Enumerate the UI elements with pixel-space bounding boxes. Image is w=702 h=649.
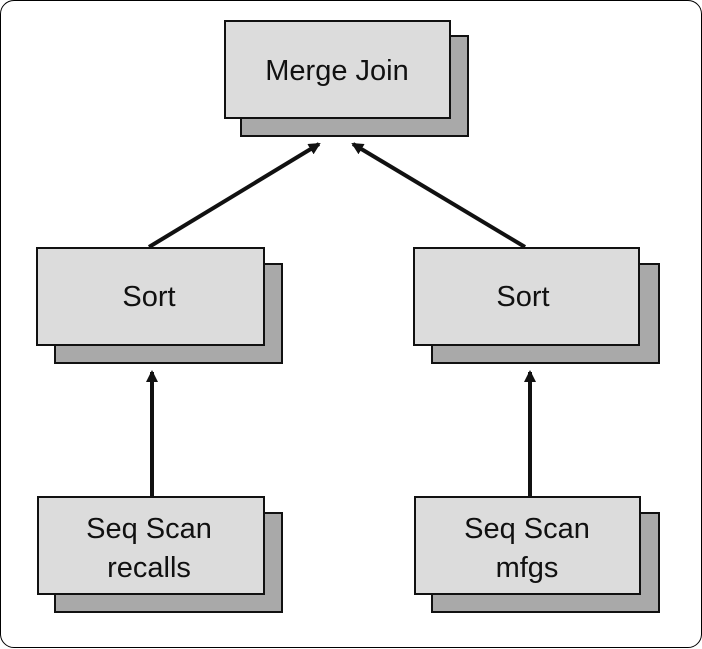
- node-sort-right: Sort: [413, 247, 660, 364]
- node-merge-join: Merge Join: [224, 20, 469, 137]
- edge-sort-right-to-merge-join: [351, 142, 527, 249]
- node-seq-scan-recalls-line2: recalls: [107, 552, 191, 584]
- node-sort-left-box: [36, 247, 265, 346]
- node-merge-join-box: [224, 20, 451, 119]
- node-seq-scan-recalls: Seq Scan recalls: [37, 496, 283, 613]
- node-seq-scan-mfgs-line1: Seq Scan: [464, 513, 590, 545]
- node-sort-left-label: Sort: [122, 281, 175, 313]
- edge-sort-left-to-merge-join: [147, 142, 321, 249]
- node-sort-left: Sort: [36, 247, 283, 364]
- node-seq-scan-mfgs: Seq Scan mfgs: [414, 496, 660, 613]
- node-sort-right-label: Sort: [496, 281, 549, 313]
- node-merge-join-label: Merge Join: [265, 55, 408, 87]
- node-seq-scan-mfgs-box: [414, 496, 641, 595]
- node-seq-scan-recalls-box: [37, 496, 265, 595]
- node-sort-right-box: [413, 247, 640, 346]
- node-seq-scan-mfgs-line2: mfgs: [496, 552, 559, 584]
- node-seq-scan-recalls-line1: Seq Scan: [86, 513, 212, 545]
